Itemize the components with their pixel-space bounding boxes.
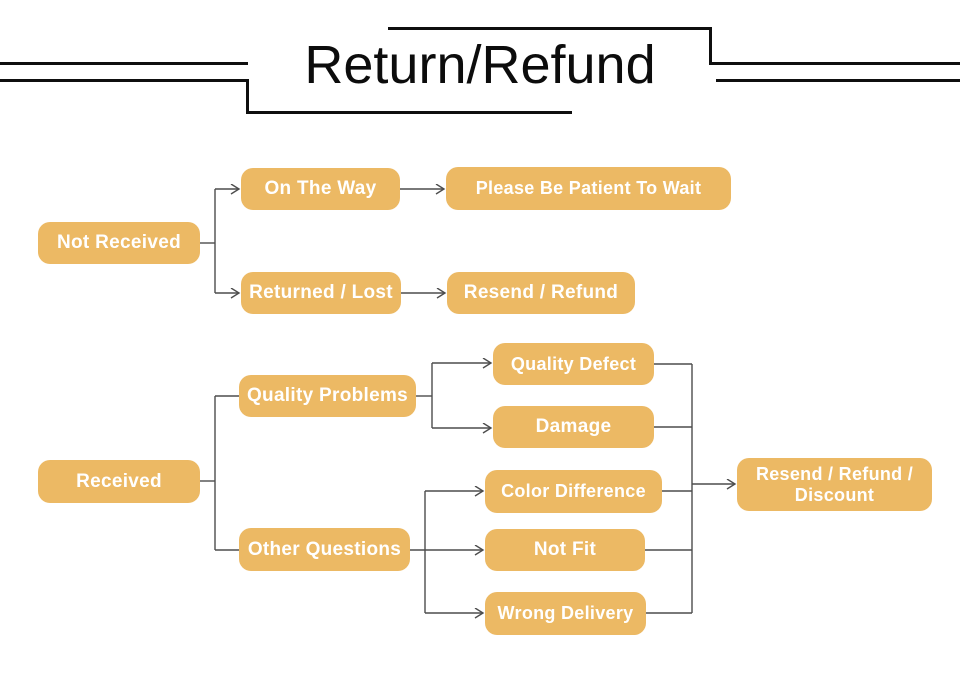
title-frame-left-line-2: [0, 79, 249, 82]
node-wrong-delivery: Wrong Delivery: [485, 592, 646, 635]
title-frame-bottom-line: [246, 111, 572, 114]
node-damage: Damage: [493, 406, 654, 448]
title-frame-top-line: [388, 27, 712, 30]
edges-quality-problems: [416, 363, 491, 428]
node-resend-refund: Resend / Refund: [447, 272, 635, 314]
node-quality-problems: Quality Problems: [239, 375, 416, 417]
node-returned-lost: Returned / Lost: [241, 272, 401, 314]
node-resend-refund-discount: Resend / Refund / Discount: [737, 458, 932, 511]
edges-received: [200, 395, 239, 551]
node-not-fit: Not Fit: [485, 529, 645, 571]
node-quality-defect: Quality Defect: [493, 343, 654, 385]
edges-not-received: [200, 189, 239, 293]
page-title: Return/Refund: [304, 35, 656, 95]
node-not-received: Not Received: [38, 222, 200, 264]
title-frame-right-line-1: [709, 62, 960, 65]
node-on-the-way: On The Way: [241, 168, 400, 210]
node-color-difference: Color Difference: [485, 470, 662, 513]
title-frame-left-vertical: [246, 79, 249, 114]
node-other-questions: Other Questions: [239, 528, 410, 571]
node-received: Received: [38, 460, 200, 503]
node-please-be-patient: Please Be Patient To Wait: [446, 167, 731, 210]
title-frame-left-line-1: [0, 62, 248, 65]
title-frame-right-vertical: [709, 27, 712, 65]
edges-other-questions: [410, 491, 483, 613]
title-frame-right-line-2: [716, 79, 960, 82]
